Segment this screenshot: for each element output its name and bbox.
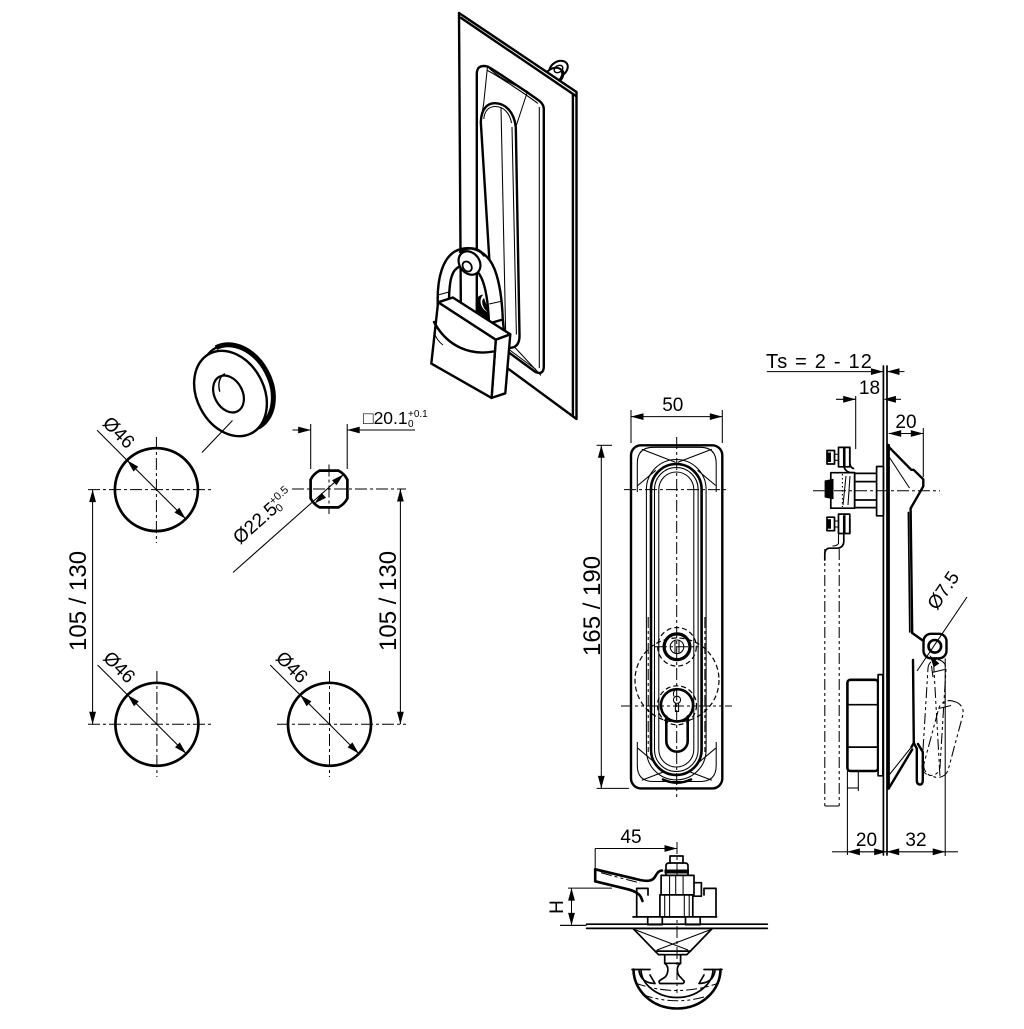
svg-text:18: 18 (859, 378, 880, 399)
svg-text:32: 32 (905, 830, 926, 851)
svg-text:105 / 130: 105 / 130 (65, 551, 92, 651)
svg-text:20: 20 (856, 830, 877, 851)
svg-text:H: H (547, 900, 568, 914)
svg-text:50: 50 (662, 395, 683, 416)
svg-text:+0.1: +0.1 (408, 409, 428, 420)
svg-text:Ts = 2 - 12: Ts = 2 - 12 (766, 351, 873, 373)
svg-text:105 / 130: 105 / 130 (375, 551, 402, 651)
svg-text:0: 0 (408, 419, 414, 430)
svg-text:20: 20 (895, 412, 916, 433)
svg-text:165 / 190: 165 / 190 (579, 556, 606, 656)
svg-text:□20.1: □20.1 (363, 408, 408, 428)
svg-text:45: 45 (620, 827, 641, 848)
